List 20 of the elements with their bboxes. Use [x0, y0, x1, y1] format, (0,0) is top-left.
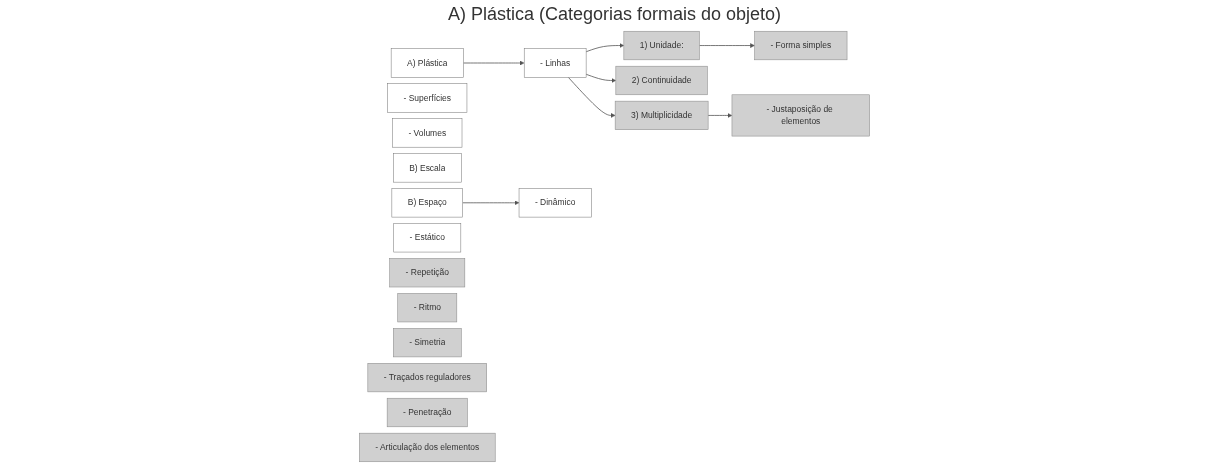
node-box: - Penetração — [386, 397, 468, 428]
node-box: - Simetria — [393, 328, 462, 358]
node-box: 3) Multiplicidade — [614, 100, 709, 130]
node-box: B) Escala — [393, 153, 462, 183]
node-box: - Dinâmico — [518, 188, 592, 218]
node-box: 2) Continuidade — [615, 65, 708, 96]
node-box: - Justaposição de elementos — [731, 94, 870, 137]
node-box: - Ritmo — [397, 293, 458, 323]
node-box: - Linhas — [523, 48, 587, 78]
node-box: - Articulação dos elementos — [359, 432, 496, 463]
node-box: - Estático — [393, 223, 462, 253]
node-box: A) Plástica — [390, 48, 464, 78]
node-box: - Forma simples — [754, 30, 848, 61]
node-box: - Traçados reguladores — [367, 363, 487, 393]
node-box: B) Espaço — [391, 188, 463, 218]
node-box: - Volumes — [392, 118, 463, 148]
node-box: - Repetição — [389, 258, 466, 288]
node-box: - Superfícies — [387, 83, 468, 113]
node-box: 1) Unidade: — [623, 30, 700, 61]
diagram-title: A) Plástica (Categorias formais do objeto) — [447, 4, 782, 25]
